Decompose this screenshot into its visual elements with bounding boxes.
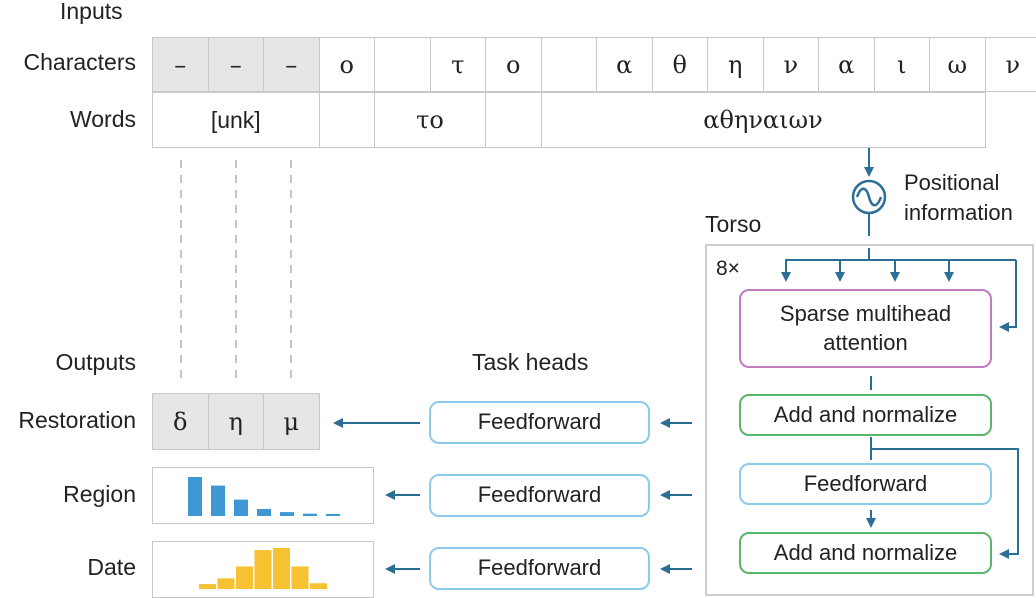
torso-feedforward-block: Feedforward bbox=[739, 463, 992, 505]
region-bar bbox=[257, 508, 271, 516]
repeat-count: 8× bbox=[716, 257, 740, 280]
region-feedforward-head: Feedforward bbox=[429, 474, 650, 517]
restoration-feedforward-head: Feedforward bbox=[429, 401, 650, 444]
positional-label-line2: information bbox=[904, 200, 1013, 225]
region-bar bbox=[211, 485, 225, 516]
character-cell: – bbox=[207, 37, 264, 92]
attention-line2: attention bbox=[823, 329, 908, 355]
region-distribution-chart bbox=[188, 477, 340, 516]
region-bar bbox=[303, 513, 317, 516]
region-bar bbox=[280, 512, 294, 516]
task-heads-title: Task heads bbox=[472, 349, 589, 375]
word-cell bbox=[485, 92, 542, 148]
character-cell: – bbox=[263, 37, 320, 92]
date-label: Date bbox=[87, 554, 136, 580]
characters-label: Characters bbox=[23, 49, 136, 75]
region-bar bbox=[234, 499, 248, 516]
torso-title: Torso bbox=[705, 211, 762, 237]
character-cell: ν bbox=[984, 37, 1036, 92]
character-cell: α bbox=[818, 37, 875, 92]
inputs-title: Inputs bbox=[60, 0, 123, 24]
word-cell: αθηναιων bbox=[540, 92, 986, 148]
character-cell: ι bbox=[873, 37, 930, 92]
date-bar bbox=[199, 584, 216, 589]
sine-wave-icon bbox=[855, 187, 883, 207]
date-bar bbox=[254, 550, 272, 589]
date-bar bbox=[291, 566, 309, 589]
word-cell: το bbox=[374, 92, 486, 148]
add-normalize-block-2: Add and normalize bbox=[739, 532, 992, 574]
word-cell: [unk] bbox=[152, 92, 320, 148]
region-label: Region bbox=[63, 481, 136, 507]
region-bar bbox=[326, 514, 340, 516]
words-label: Words bbox=[69, 106, 136, 132]
date-feedforward-head: Feedforward bbox=[429, 547, 650, 590]
character-cell: τ bbox=[429, 37, 486, 92]
character-cell: α bbox=[596, 37, 653, 92]
add-normalize-block-1: Add and normalize bbox=[739, 394, 992, 436]
character-cell: ο bbox=[318, 37, 375, 92]
restoration-char-cell: μ bbox=[263, 393, 320, 450]
attention-line1: Sparse multihead bbox=[779, 300, 952, 326]
sparse-attention-block: Sparse multihead attention bbox=[739, 289, 992, 368]
date-bar bbox=[310, 583, 327, 589]
residual-ff-arrow bbox=[871, 448, 1019, 559]
date-bar bbox=[236, 566, 253, 589]
date-bar bbox=[273, 548, 290, 589]
restoration-label: Restoration bbox=[18, 407, 136, 433]
date-distribution-chart bbox=[199, 548, 327, 589]
residual-attention-arrow bbox=[999, 260, 1017, 332]
date-bar bbox=[217, 578, 235, 589]
character-cell: ω bbox=[929, 37, 986, 92]
character-cell: η bbox=[707, 37, 764, 92]
positional-label-line1: Positional bbox=[904, 170, 1000, 195]
character-cell bbox=[540, 37, 597, 92]
outputs-title: Outputs bbox=[55, 349, 136, 375]
character-cell: ν bbox=[762, 37, 819, 92]
word-cell bbox=[318, 92, 375, 148]
region-bar bbox=[188, 477, 202, 516]
